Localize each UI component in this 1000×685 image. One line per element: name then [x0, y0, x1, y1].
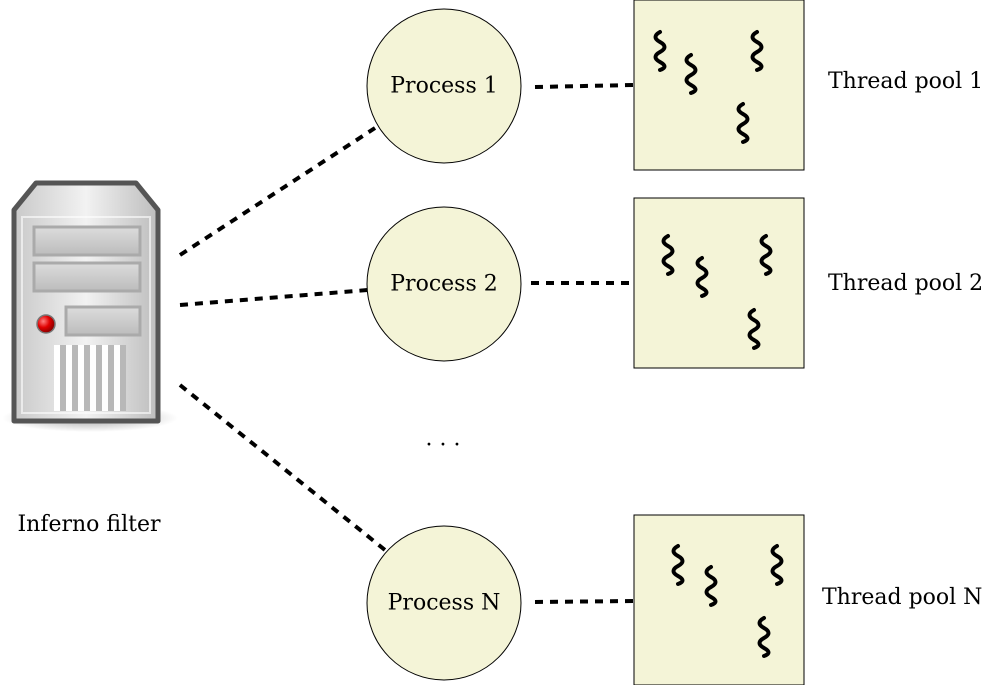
process-n: Process N — [366, 525, 522, 681]
thread-pool-box — [633, 0, 805, 171]
thread-pool-box — [633, 197, 805, 369]
thread-icon — [747, 308, 761, 350]
thread-pool-box — [633, 514, 805, 685]
process-circle — [366, 206, 522, 362]
thread-icon — [695, 256, 709, 298]
thread-icon — [704, 565, 718, 607]
thread-icon — [671, 544, 685, 586]
connector-server-process-1 — [178, 126, 377, 257]
thread-pool-label: Thread pool 1 — [828, 69, 983, 94]
process-2: Process 2 — [366, 206, 522, 362]
thread-icon — [757, 616, 771, 658]
process-label: Process N — [388, 591, 501, 616]
process-label: Process 1 — [390, 74, 497, 99]
thread-icon — [750, 30, 764, 72]
thread-pool-1: Thread pool 1 — [633, 0, 983, 171]
ellipsis: · · · — [426, 433, 461, 458]
thread-icon — [736, 102, 750, 144]
process-1: Process 1 — [366, 8, 522, 164]
process-circle — [366, 525, 522, 681]
server-vents — [54, 345, 120, 411]
thread-icon — [759, 234, 773, 276]
connector-process-1-pool-1 — [534, 83, 635, 89]
thread-icon — [684, 53, 698, 95]
process-label: Process 2 — [390, 272, 497, 297]
server: Inferno filter — [2, 180, 178, 537]
thread-icon — [653, 30, 667, 72]
thread-icon — [770, 544, 784, 586]
server-label: Inferno filter — [17, 512, 161, 537]
thread-pool-label: Thread pool 2 — [828, 271, 983, 296]
server-icon — [2, 180, 178, 432]
thread-pool-2: Thread pool 2 — [633, 197, 983, 369]
connector-server-process-2 — [179, 288, 369, 307]
server-status-led — [36, 314, 56, 334]
process-circle — [366, 8, 522, 164]
thread-pool-n: Thread pool N — [633, 514, 982, 685]
thread-icon — [661, 234, 675, 276]
connector-server-process-n — [178, 383, 387, 552]
thread-pool-label: Thread pool N — [822, 585, 982, 610]
connector-process-n-pool-n — [534, 599, 635, 604]
